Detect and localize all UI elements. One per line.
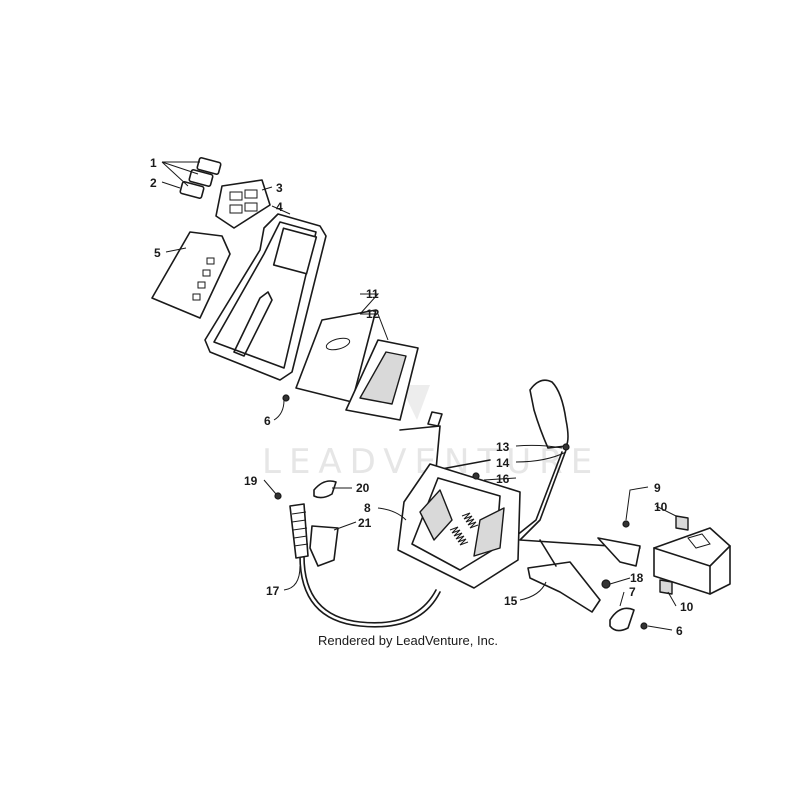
callout-8: 8	[364, 501, 371, 515]
callout-5: 5	[154, 246, 161, 260]
callout-19: 19	[244, 474, 258, 488]
leader-lines	[161, 161, 677, 631]
part-shift-knob	[529, 379, 570, 451]
callout-7: 7	[629, 585, 636, 599]
callout-10-top: 10	[654, 500, 668, 514]
part-fasteners	[274, 394, 648, 630]
callout-9: 9	[654, 481, 661, 495]
part-switch-bracket	[215, 179, 271, 229]
callout-20: 20	[356, 481, 370, 495]
part-console-panel	[204, 213, 327, 381]
callout-13: 13	[496, 440, 510, 454]
callout-16: 16	[496, 472, 510, 486]
callout-6-top: 6	[264, 414, 271, 428]
part-main-bracket	[397, 463, 521, 589]
part-switch-caps	[179, 157, 222, 199]
part-springs	[449, 512, 479, 546]
callout-4: 4	[276, 200, 283, 214]
callout-12: 12	[366, 307, 380, 321]
part-pivot-lever	[527, 539, 601, 613]
part-mount-bracket	[597, 537, 641, 567]
callout-labels: 1 2 3 4 5 6 11 12 13 14 16 8 9 10 10 18 …	[150, 156, 694, 638]
callout-18: 18	[630, 571, 644, 585]
callout-21: 21	[358, 516, 372, 530]
callout-14: 14	[496, 456, 510, 470]
part-decal	[151, 231, 231, 319]
part-shift-lever	[399, 411, 641, 549]
part-guide-frame	[345, 339, 419, 421]
render-credit: Rendered by LeadVenture, Inc.	[318, 633, 498, 648]
part-frame-block	[653, 527, 731, 595]
callout-11: 11	[366, 287, 379, 301]
part-link	[609, 607, 635, 632]
part-cable-bracket	[309, 525, 339, 567]
part-shift-cable	[289, 503, 441, 628]
part-clip-nuts	[659, 515, 689, 595]
callout-6-bottom: 6	[676, 624, 683, 638]
callout-3: 3	[276, 181, 283, 195]
callout-2: 2	[150, 176, 157, 190]
callout-15: 15	[504, 594, 518, 608]
callout-17: 17	[266, 584, 280, 598]
part-cable-end	[313, 480, 337, 499]
callout-1: 1	[150, 156, 157, 170]
callout-10-bottom: 10	[680, 600, 694, 614]
